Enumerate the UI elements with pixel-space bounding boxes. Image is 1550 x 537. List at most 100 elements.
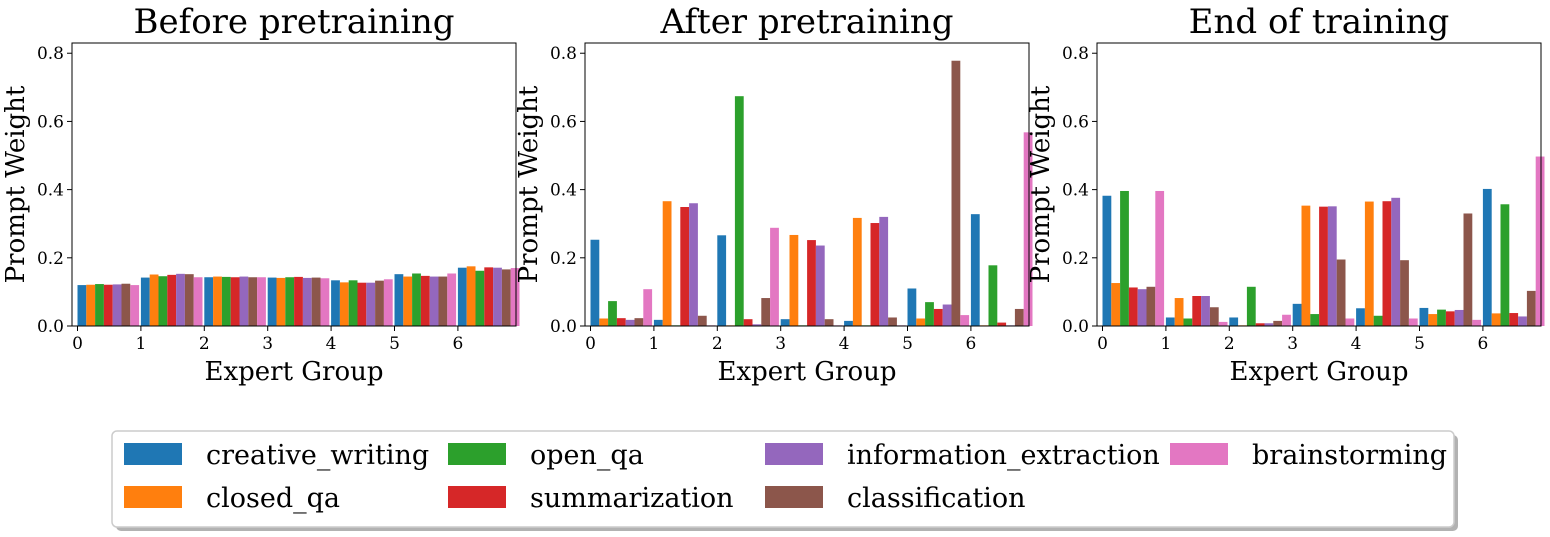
bar-classification-3 <box>824 319 834 326</box>
y-tick-label: 0.2 <box>1062 249 1089 269</box>
bar-brainstorming-0 <box>130 285 140 326</box>
legend-swatch-summarization <box>448 486 506 508</box>
bar-closed_qa-6 <box>466 266 476 326</box>
x-tick-label: 2 <box>199 334 210 354</box>
bar-brainstorming-2 <box>770 227 779 326</box>
bar-open_qa-3 <box>285 277 295 326</box>
legend-swatch-creative_writing <box>124 443 182 465</box>
bar-information_extraction-4 <box>1391 197 1401 326</box>
bar-creative_writing-0 <box>77 285 87 326</box>
x-tick-label: 0 <box>585 334 596 354</box>
bar-open_qa-4 <box>348 280 358 326</box>
bar-open_qa-4 <box>1373 315 1383 326</box>
bar-summarization-6 <box>997 322 1007 326</box>
bar-brainstorming-0 <box>643 289 653 326</box>
bar-creative_writing-6 <box>1482 188 1492 326</box>
bar-summarization-4 <box>357 282 367 326</box>
bar-closed_qa-5 <box>916 318 926 326</box>
bar-information_extraction-3 <box>815 245 825 326</box>
bar-closed_qa-3 <box>276 277 286 326</box>
bar-information_extraction-3 <box>302 277 312 326</box>
bar-classification-2 <box>761 298 771 326</box>
bar-information_extraction-1 <box>689 203 698 326</box>
bar-brainstorming-6 <box>510 268 520 326</box>
bar-classification-5 <box>951 60 961 326</box>
bar-closed_qa-6 <box>1491 313 1501 326</box>
bar-information_extraction-3 <box>1327 206 1337 326</box>
bar-summarization-2 <box>1255 323 1265 326</box>
bar-summarization-3 <box>807 240 816 326</box>
bar-information_extraction-4 <box>366 282 376 326</box>
x-tick-label: 2 <box>1224 334 1235 354</box>
bar-summarization-3 <box>294 276 303 326</box>
legend-swatch-information_extraction <box>765 443 823 465</box>
bar-brainstorming-4 <box>1408 318 1418 326</box>
bar-brainstorming-5 <box>447 273 457 326</box>
bar-summarization-6 <box>1509 313 1519 326</box>
x-tick-label: 4 <box>839 334 850 354</box>
bar-closed_qa-4 <box>1364 201 1374 326</box>
legend: creative_writingclosed_qaopen_qasummariz… <box>111 430 1458 531</box>
bar-brainstorming-1 <box>1218 321 1228 326</box>
bar-classification-6 <box>501 269 511 326</box>
axes-frame <box>1096 42 1542 327</box>
bar-summarization-3 <box>1319 206 1328 326</box>
bar-open_qa-6 <box>1500 204 1510 326</box>
bar-classification-0 <box>634 318 644 326</box>
y-tick-label: 0.4 <box>37 181 64 201</box>
bar-open_qa-2 <box>221 276 231 326</box>
bar-information_extraction-6 <box>1518 316 1527 326</box>
y-tick-label: 0.0 <box>37 317 64 337</box>
legend-label-brainstorming: brainstorming <box>1252 440 1447 471</box>
bar-open_qa-5 <box>412 273 421 326</box>
bar-summarization-4 <box>870 223 880 326</box>
bar-closed_qa-5 <box>403 276 413 326</box>
x-axis-label: Expert Group <box>204 357 383 387</box>
y-tick-label: 0.8 <box>1062 44 1089 64</box>
chart-title: Before pretraining <box>134 2 455 42</box>
bar-summarization-6 <box>484 267 494 326</box>
bar-creative_writing-6 <box>970 214 980 326</box>
bar-summarization-0 <box>103 284 113 326</box>
bar-creative_writing-2 <box>717 235 727 326</box>
x-tick-label: 5 <box>389 334 400 354</box>
y-axis-label: Prompt Weight <box>1 85 31 283</box>
bar-closed_qa-1 <box>662 201 672 326</box>
x-tick-label: 3 <box>775 334 786 354</box>
bar-information_extraction-2 <box>1264 323 1274 326</box>
y-tick-label: 0.0 <box>1062 317 1089 337</box>
y-tick-label: 0.4 <box>550 181 577 201</box>
bar-information_extraction-5 <box>429 276 439 326</box>
bar-open_qa-2 <box>734 96 744 326</box>
bar-brainstorming-0 <box>1155 190 1165 326</box>
bar-brainstorming-5 <box>960 315 970 326</box>
y-tick-label: 0.2 <box>550 249 577 269</box>
bar-closed_qa-0 <box>1111 283 1121 326</box>
x-tick-label: 4 <box>326 334 337 354</box>
bar-classification-6 <box>1014 308 1024 326</box>
bar-creative_writing-5 <box>1419 307 1429 326</box>
x-tick-label: 6 <box>1477 334 1488 354</box>
bar-closed_qa-5 <box>1428 314 1438 326</box>
bar-closed_qa-0 <box>599 318 609 326</box>
bar-creative_writing-1 <box>653 319 663 326</box>
bar-open_qa-6 <box>475 270 485 326</box>
x-tick-label: 4 <box>1351 334 1362 354</box>
bar-closed_qa-1 <box>1174 298 1184 326</box>
bar-creative_writing-2 <box>204 277 214 326</box>
bar-classification-2 <box>248 277 258 326</box>
bar-open_qa-1 <box>1183 318 1193 326</box>
y-tick-label: 0.6 <box>550 112 577 132</box>
bar-brainstorming-1 <box>193 277 203 326</box>
bar-closed_qa-3 <box>789 234 799 326</box>
bar-summarization-5 <box>420 275 430 326</box>
bar-creative_writing-4 <box>844 320 853 326</box>
legend-label-summarization: summarization <box>530 483 734 514</box>
bar-open_qa-6 <box>988 265 998 326</box>
legend-label-information_extraction: information_extraction <box>847 440 1160 471</box>
y-axis-label: Prompt Weight <box>514 85 544 283</box>
bar-open_qa-0 <box>95 284 104 326</box>
bar-information_extraction-1 <box>176 273 185 326</box>
bar-creative_writing-3 <box>267 277 277 326</box>
